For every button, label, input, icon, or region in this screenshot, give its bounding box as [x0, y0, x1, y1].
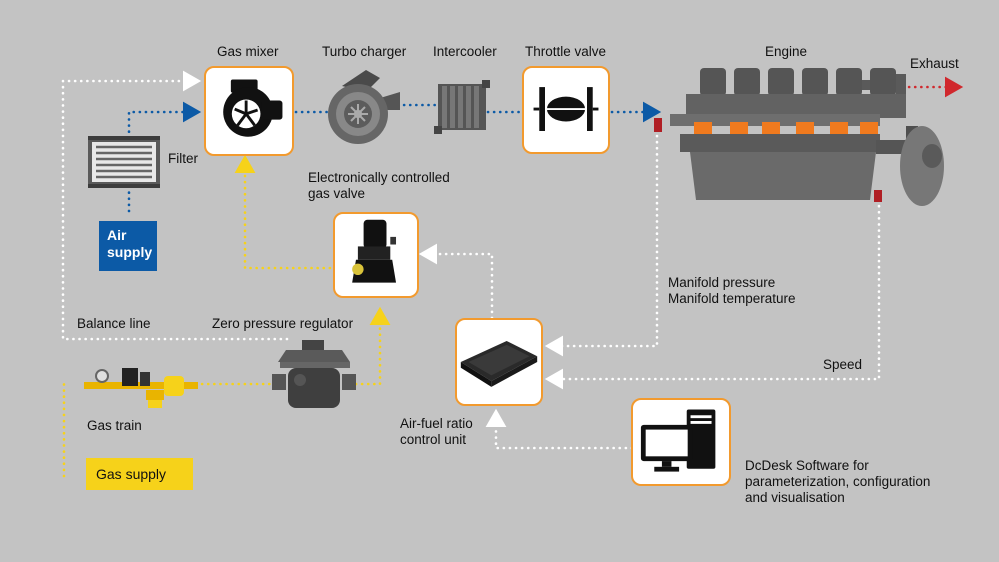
- regulator-to-valve: [354, 306, 391, 386]
- manifold-signal: [544, 134, 659, 357]
- engine-label: Engine: [765, 44, 808, 59]
- air-supply-box: Air supply: [99, 221, 157, 271]
- filter-icon: [88, 136, 160, 188]
- gas-train-label: Gas train: [87, 418, 142, 433]
- engine-unit: [650, 60, 950, 210]
- regulator-label: Zero pressure regulator: [212, 316, 354, 331]
- control-to-valve: [418, 243, 494, 320]
- engine-icon: [654, 68, 944, 206]
- software-link: [485, 408, 634, 450]
- gas-supply-box: Gas supply: [86, 458, 193, 490]
- air-line-path: [127, 101, 202, 213]
- manifold-label: Manifold pressure Manifold temperature: [668, 275, 796, 306]
- gas-mixer-label: Gas mixer: [217, 44, 279, 59]
- software-label: DcDesk Software for parameterization, co…: [745, 458, 931, 505]
- computer-icon: [640, 409, 716, 472]
- control-unit-box: [455, 318, 543, 406]
- regulator-icon: [272, 340, 356, 408]
- regulator-unit: [272, 338, 356, 410]
- intercooler-label: Intercooler: [433, 44, 497, 59]
- control-unit-icon: [460, 341, 538, 387]
- air-supply-label: Air supply: [107, 227, 153, 260]
- gas-supply-label: Gas supply: [96, 465, 167, 482]
- valve-to-mixer: [234, 154, 338, 270]
- gas-valve-label: Electronically controlled gas valve: [308, 170, 450, 201]
- gas-valve-icon: [352, 219, 397, 283]
- balance-line-path: [61, 70, 289, 341]
- speed-label: Speed: [823, 357, 863, 372]
- exhaust-label: Exhaust: [910, 56, 959, 71]
- gas-mixer-icon: [223, 79, 283, 137]
- turbo-charger-icon: [328, 70, 400, 144]
- balance-line-label: Balance line: [77, 316, 151, 331]
- turbo-charger-label: Turbo charger: [322, 44, 407, 59]
- gas-train-icon: [84, 368, 198, 408]
- gas-valve-box: [333, 212, 419, 298]
- turbo-charger-unit: [322, 64, 402, 150]
- filter-label: Filter: [168, 151, 198, 166]
- software-box: [631, 398, 731, 486]
- intercooler-icon: [434, 80, 490, 134]
- intercooler-unit: [434, 80, 490, 138]
- filter-unit: [88, 136, 160, 188]
- throttle-valve-box: [522, 66, 610, 154]
- gas-mixer-box: [204, 66, 294, 156]
- control-unit-label: Air-fuel ratio control unit: [400, 416, 473, 447]
- throttle-valve-label: Throttle valve: [525, 44, 607, 59]
- gas-train-unit: [84, 362, 198, 412]
- throttle-valve-icon: [533, 87, 599, 131]
